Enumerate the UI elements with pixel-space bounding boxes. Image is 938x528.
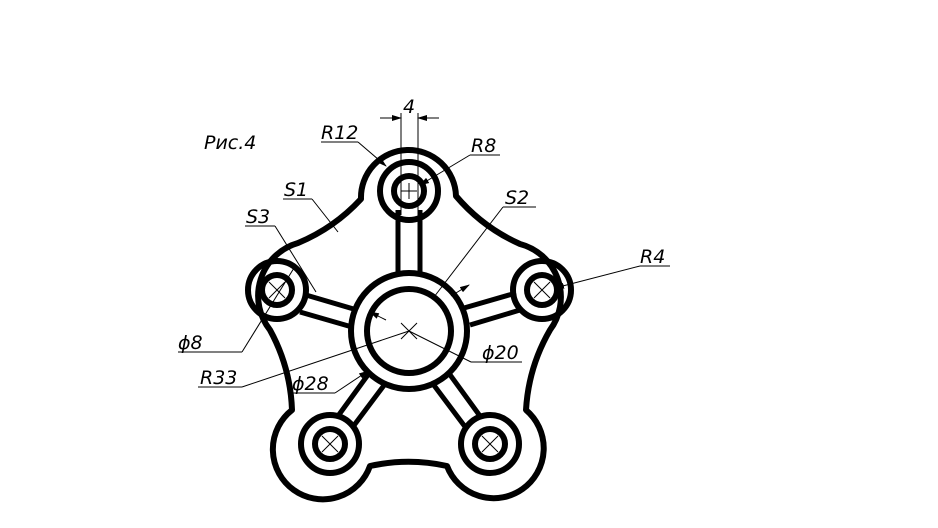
label-dim-4: 4 xyxy=(403,96,415,118)
label-r8: R8 xyxy=(471,135,496,157)
label-s1: S1 xyxy=(284,179,308,201)
label-r12: R12 xyxy=(321,122,358,144)
label-phi8: ϕ8 xyxy=(178,332,203,354)
label-s2: S2 xyxy=(505,187,529,209)
labels: Рис.4 R12 R8 4 S1 S2 S3 R4 ϕ8 ϕ20 ϕ28 R3… xyxy=(178,96,665,395)
outer-contour xyxy=(255,147,564,503)
label-phi28: ϕ28 xyxy=(292,373,329,395)
bosses xyxy=(245,159,574,476)
label-r4: R4 xyxy=(640,246,665,268)
label-s3: S3 xyxy=(246,206,270,228)
dimension-lines xyxy=(178,113,670,394)
spokes xyxy=(299,210,521,430)
figure-caption: Рис.4 xyxy=(204,132,256,154)
label-r33: R33 xyxy=(200,367,237,389)
label-phi20: ϕ20 xyxy=(482,342,519,364)
central-hub xyxy=(348,270,470,392)
